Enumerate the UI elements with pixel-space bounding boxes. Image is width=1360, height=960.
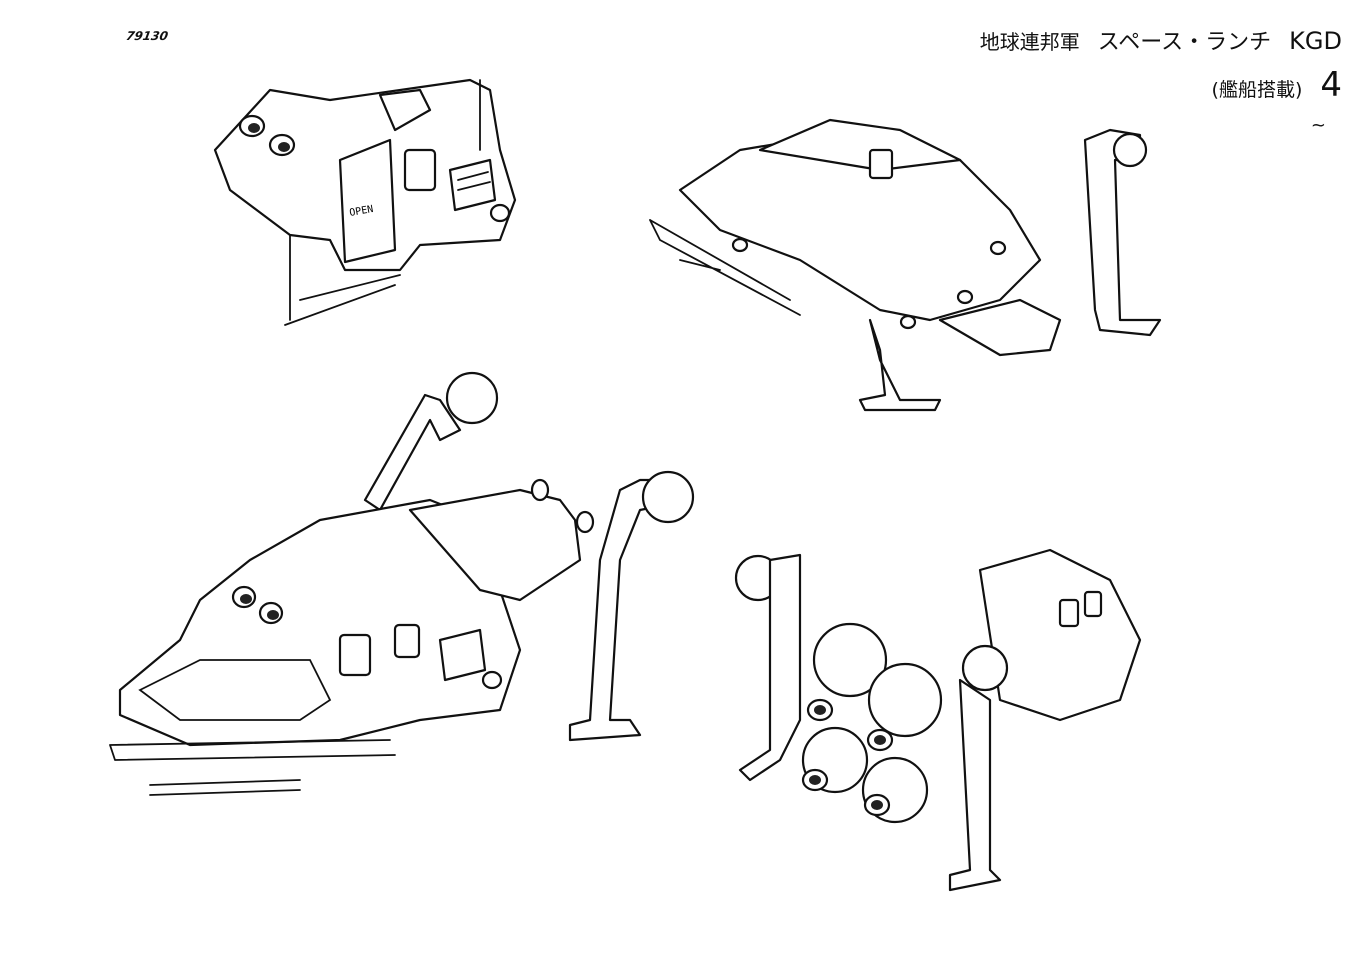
view-rear bbox=[734, 548, 1142, 892]
vehicle-code: KGD bbox=[1289, 27, 1342, 55]
subtitle-row: (艦船搭載) 4 bbox=[1211, 65, 1342, 105]
view-hatch-open: OPEN bbox=[213, 78, 517, 326]
vehicle-note: (艦船搭載) bbox=[1211, 79, 1303, 101]
sheet-number: 79130 bbox=[124, 29, 170, 43]
vehicle-name: スペース・ランチ bbox=[1097, 30, 1272, 55]
title-row: 地球連邦軍 スペース・ランチ KGD bbox=[979, 27, 1342, 56]
hatch-label: OPEN bbox=[349, 204, 375, 219]
view-front bbox=[109, 371, 695, 796]
page-number: 4 bbox=[1320, 65, 1342, 105]
continuation-mark: ~ bbox=[1310, 115, 1326, 136]
faction-label: 地球連邦軍 bbox=[979, 30, 1080, 54]
view-underside bbox=[649, 118, 1162, 412]
